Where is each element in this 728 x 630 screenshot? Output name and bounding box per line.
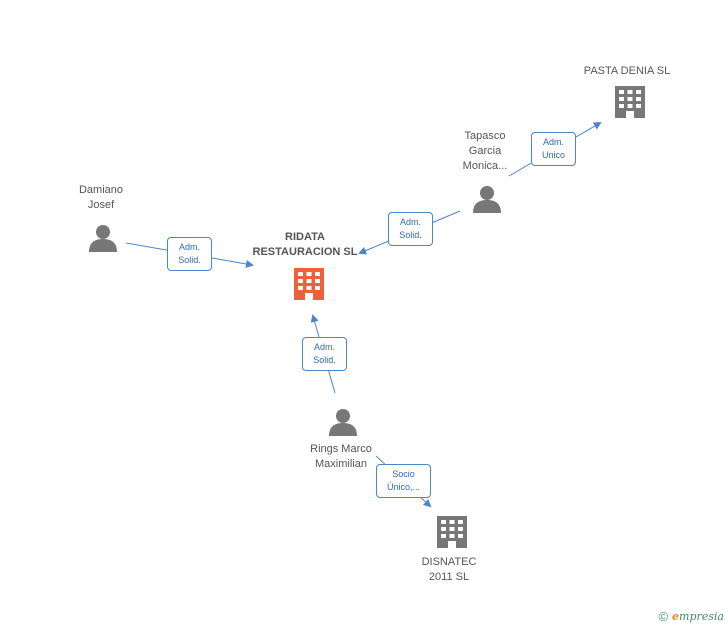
node-label-main-company[interactable]: RIDATA RESTAURACION SL <box>240 230 370 260</box>
node-label-pasta-denia[interactable]: PASTA DENIA SL <box>567 64 687 79</box>
copyright-icon: © <box>658 609 669 624</box>
node-label-tapasco[interactable]: Tapasco Garcia Monica... <box>425 129 545 174</box>
label-line: Damiano <box>78 184 124 196</box>
person-icon[interactable] <box>473 186 501 213</box>
edge-label-line: Adm. <box>399 217 421 227</box>
label-line: 2011 SL <box>428 571 470 583</box>
label-line: Rings Marco <box>310 443 372 455</box>
node-label-disnatec[interactable]: DISNATEC 2011 SL <box>389 555 509 585</box>
label-line: Monica... <box>462 160 508 172</box>
label-line: RIDATA <box>285 231 325 243</box>
edge-label-line: Adm. <box>313 342 335 352</box>
person-icon[interactable] <box>89 225 117 252</box>
edge-label-line: Solid. <box>178 255 201 265</box>
edge-label-line: Unico <box>541 150 565 160</box>
label-line: PASTA DENIA SL <box>583 65 671 77</box>
building-icon[interactable] <box>294 268 324 300</box>
label-line: RESTAURACION SL <box>252 246 358 258</box>
brand-initial: e <box>672 610 680 623</box>
edge-label-line: Adm. <box>178 242 200 252</box>
edge-label-line: Único,... <box>386 482 420 492</box>
label-line: Garcia <box>468 145 502 157</box>
node-label-damiano[interactable]: Damiano Josef <box>41 183 161 213</box>
label-line: Josef <box>87 199 115 211</box>
building-icon[interactable] <box>615 86 645 118</box>
edge-label-line: Adm. <box>542 137 564 147</box>
edge-label-line: Solid. <box>313 355 336 365</box>
node-label-rings[interactable]: Rings Marco Maximilian <box>281 442 401 472</box>
brand-name: empresia <box>672 610 724 623</box>
edge-label-line: Solid. <box>399 230 422 240</box>
brand-watermark: © empresia <box>658 609 724 624</box>
person-icon[interactable] <box>329 409 357 436</box>
brand-rest: mpresia <box>679 610 724 623</box>
edge-label-rings-disnatec: Socio Único,... <box>376 464 431 498</box>
edge-label-tapasco-main: Adm. Solid. <box>388 212 433 246</box>
edge-label-damiano-main: Adm. Solid. <box>167 237 212 271</box>
building-icon[interactable] <box>437 516 467 548</box>
label-line: DISNATEC <box>421 556 477 568</box>
edge-label-tapasco-pasta: Adm. Unico <box>531 132 576 166</box>
label-line: Tapasco <box>464 130 506 142</box>
edge-label-line: Socio <box>392 469 415 479</box>
label-line: Maximilian <box>315 458 367 470</box>
edge-label-rings-main: Adm. Solid. <box>302 337 347 371</box>
